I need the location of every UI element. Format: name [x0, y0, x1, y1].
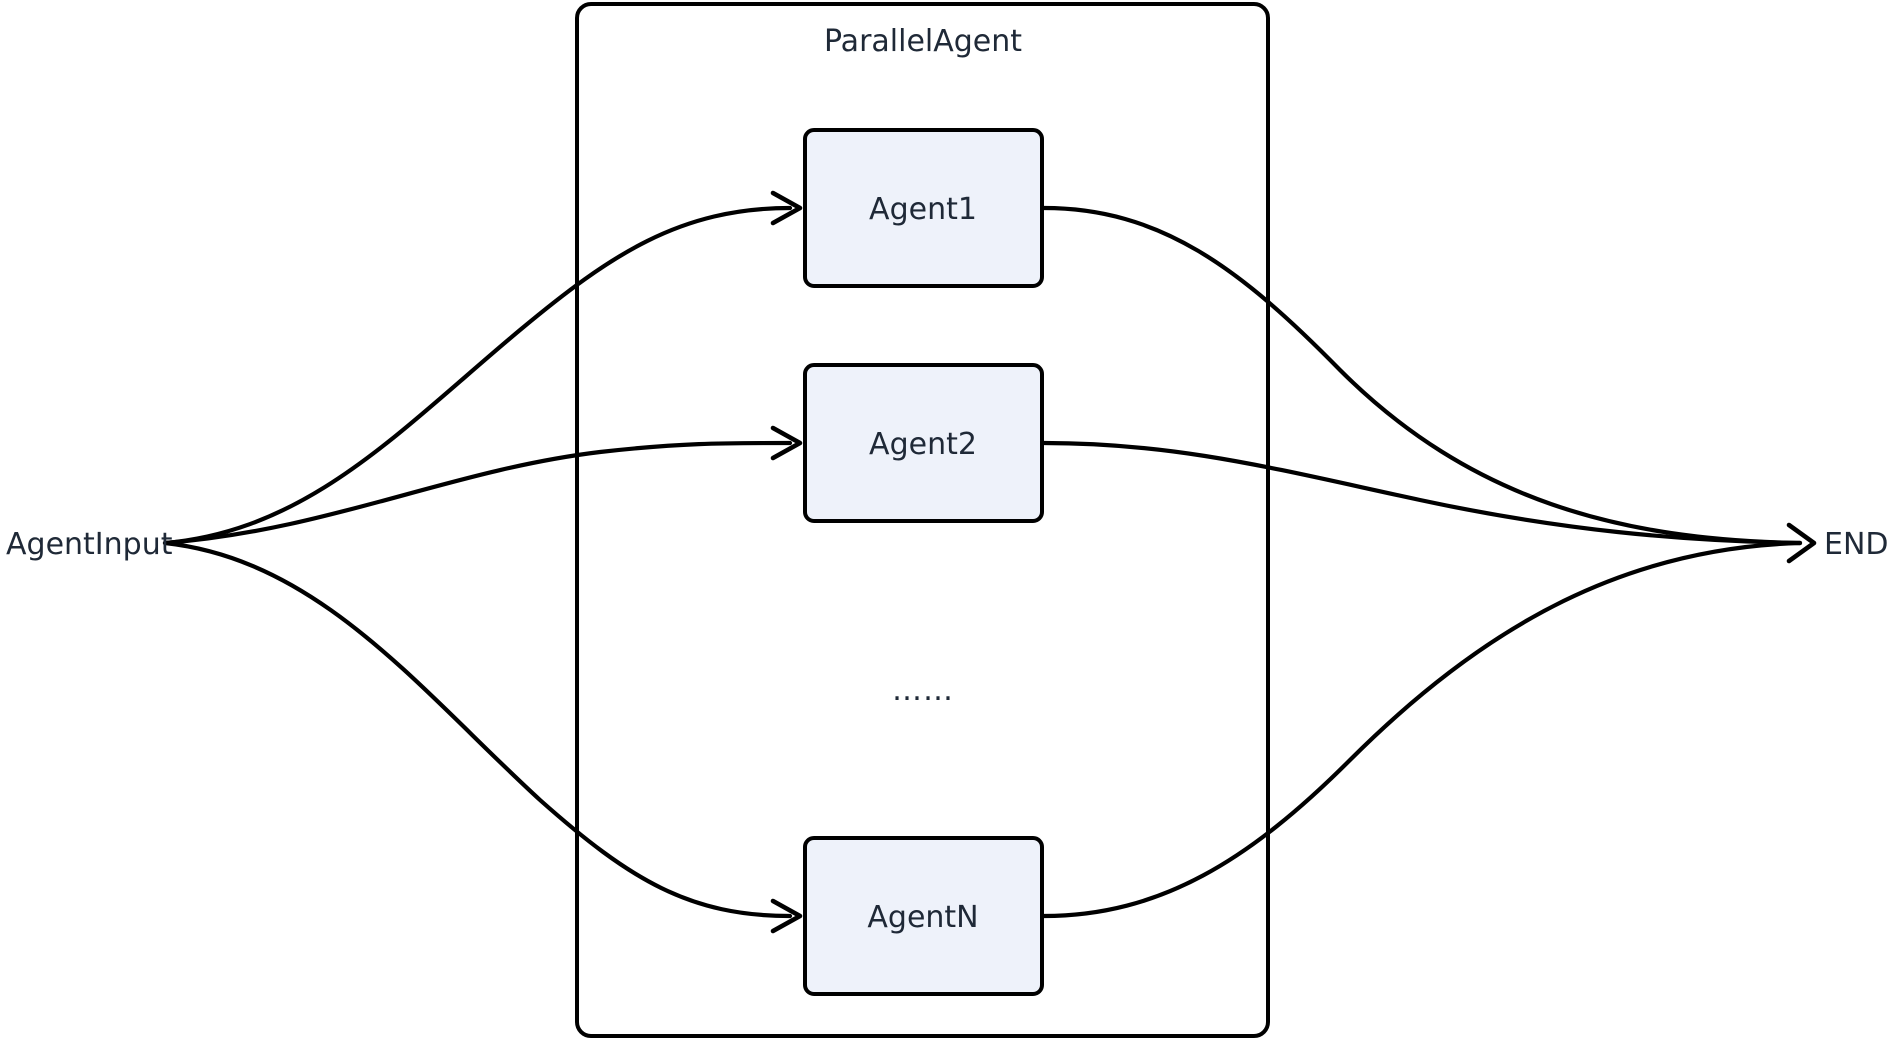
- edge-agent1-to-end: [1041, 205, 1803, 546]
- edge-input-to-agent1: [162, 205, 793, 546]
- agent-box-agentn[interactable]: AgentN: [803, 836, 1044, 996]
- arrowhead-agent1-in: [770, 190, 803, 226]
- arrowhead-end-in: [1786, 522, 1817, 564]
- agentn-label: AgentN: [867, 900, 978, 935]
- arrowhead-agentn-in: [770, 898, 803, 934]
- agent1-rect[interactable]: [803, 128, 1044, 288]
- agentn-rect[interactable]: [803, 836, 1044, 996]
- edge-input-to-agentn: [162, 540, 793, 919]
- agents-ellipsis: ……: [892, 673, 954, 708]
- end-node-label: END: [1824, 527, 1888, 562]
- agent1-label: Agent1: [869, 192, 977, 227]
- agent-input-label: AgentInput: [6, 527, 173, 562]
- edge-input-to-agent2: [162, 440, 793, 546]
- arrowhead-agent2-in: [770, 425, 803, 461]
- edge-agentn-to-end: [1041, 540, 1803, 919]
- agent2-rect[interactable]: [803, 363, 1044, 523]
- parallel-agent-group-title: ParallelAgent: [824, 24, 1022, 59]
- agent-box-agent2[interactable]: Agent2: [803, 363, 1044, 523]
- edge-agent2-to-end: [1041, 440, 1803, 546]
- agent2-label: Agent2: [869, 427, 977, 462]
- agent-box-agent1[interactable]: Agent1: [803, 128, 1044, 288]
